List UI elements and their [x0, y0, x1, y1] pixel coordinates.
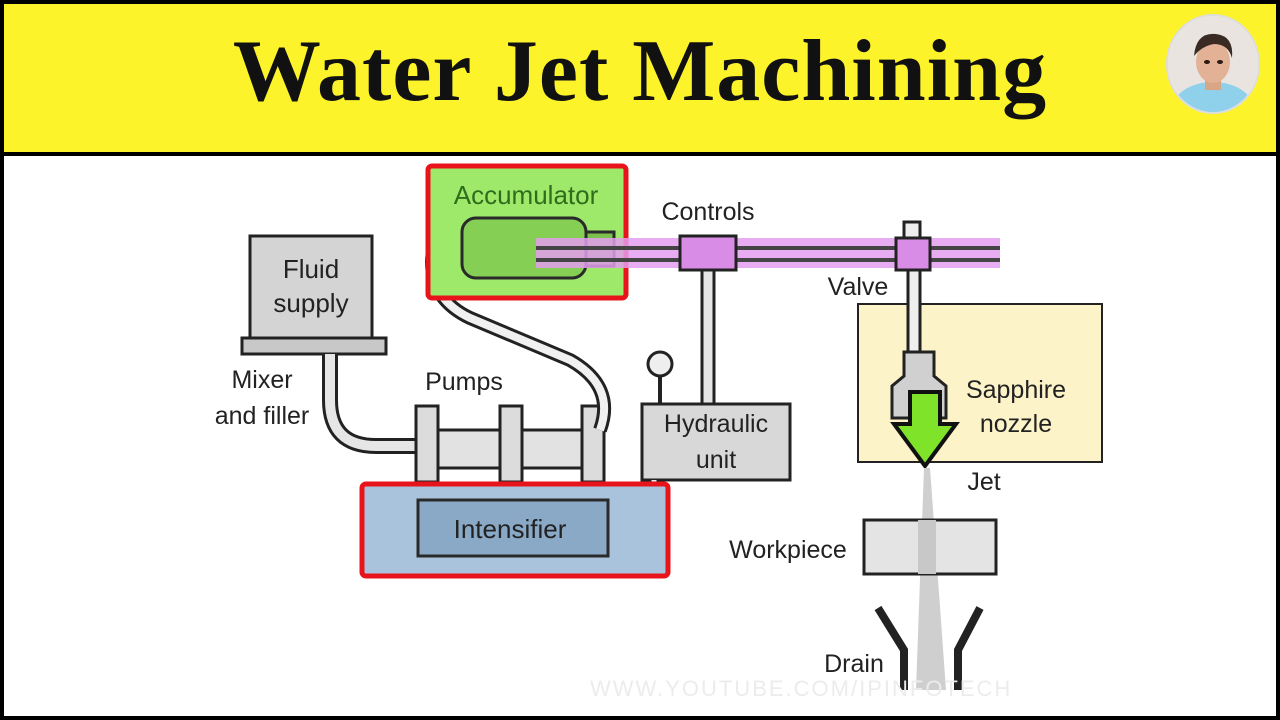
controls-block: [678, 234, 738, 272]
hydraulic-label-line1: Hydraulic: [664, 410, 768, 438]
jet-label: Jet: [967, 468, 1000, 496]
accumulator: Accumulator: [425, 163, 629, 301]
drain-label: Drain: [824, 650, 884, 678]
sapphire-label-line2: nozzle: [980, 410, 1052, 438]
intensifier: Intensifier: [359, 481, 671, 579]
workpiece-label: Workpiece: [729, 536, 847, 564]
hydraulic-label-line2: unit: [696, 446, 736, 474]
hydraulic-unit: Hydraulic unit: [640, 350, 792, 482]
watermark-text: WWW.YOUTUBE.COM/IPINFOTECH: [590, 676, 1013, 701]
mixer-label-line2: and filler: [215, 402, 310, 430]
sapphire-label-line1: Sapphire: [966, 376, 1066, 404]
pumps-label: Pumps: [425, 368, 503, 396]
channel-avatar: [1166, 14, 1260, 114]
valve-label: Valve: [828, 273, 889, 301]
intensifier-label: Intensifier: [454, 514, 567, 544]
accumulator-label: Accumulator: [454, 180, 599, 210]
workpiece: Workpiece: [729, 518, 998, 576]
drain: Drain: [824, 605, 984, 690]
pumps: Pumps: [414, 368, 606, 484]
valve: Valve: [828, 220, 932, 301]
controls-label: Controls: [661, 198, 754, 226]
fluid-supply-label-line1: Fluid: [283, 254, 339, 284]
jet-arrow-icon: [890, 390, 960, 470]
fluid-supply-label-line2: supply: [273, 288, 348, 318]
mixer-label-line1: Mixer: [231, 366, 292, 394]
page-title: Water Jet Machining: [232, 23, 1048, 120]
fluid-supply-tank: Fluid supply: [240, 234, 388, 356]
title-banner: [4, 4, 1276, 156]
water-jet: [916, 468, 946, 690]
